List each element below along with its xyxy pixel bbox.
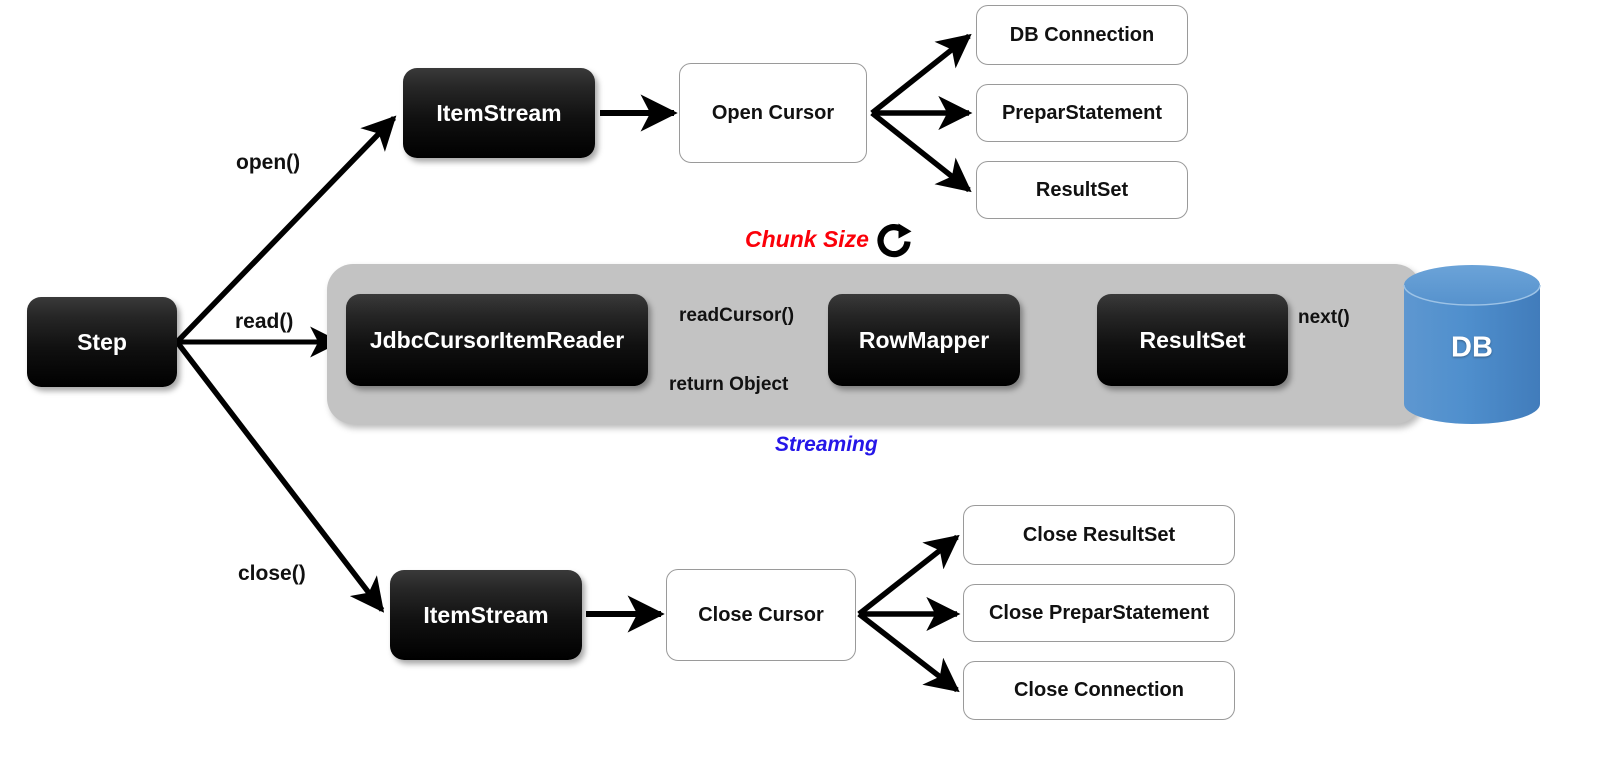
node-resultset-stream[interactable]: ResultSet [1097, 294, 1288, 386]
edge-label-read: read() [235, 310, 294, 333]
node-db-label: DB [1451, 331, 1493, 364]
node-rowmapper[interactable]: RowMapper [828, 294, 1020, 386]
edge-label-return-object: return Object [669, 374, 789, 395]
node-open-cursor-label: Open Cursor [711, 101, 835, 124]
node-close-connection-label: Close Connection [1013, 679, 1184, 701]
node-jdbc-cursor-item-reader[interactable]: JdbcCursorItemReader [346, 294, 648, 386]
edge-label-read-cursor: readCursor() [679, 305, 795, 326]
refresh-icon [874, 219, 918, 263]
node-db-connection-label: DB Connection [1009, 23, 1155, 46]
node-close-cursor-label: Close Cursor [698, 603, 824, 626]
node-close-cursor[interactable]: Close Cursor [666, 569, 856, 661]
annotation-streaming: Streaming [775, 433, 878, 456]
edge-label-close: close() [238, 562, 306, 585]
node-step[interactable]: Step [27, 297, 177, 387]
node-rowmapper-label: RowMapper [858, 326, 990, 353]
db-cylinder-shape [1403, 265, 1541, 424]
node-itemstream-close[interactable]: ItemStream [390, 570, 582, 660]
annotation-chunk-size: Chunk Size [745, 226, 869, 252]
node-close-result-set[interactable]: Close ResultSet [963, 505, 1235, 565]
node-db-cylinder[interactable]: DB [1402, 263, 1542, 426]
node-itemstream-close-label: ItemStream [423, 601, 549, 628]
node-close-prepar-statement[interactable]: Close PreparStatement [963, 584, 1235, 642]
node-result-set[interactable]: ResultSet [976, 161, 1188, 219]
edge-label-next: next() [1298, 307, 1350, 328]
node-itemstream-open[interactable]: ItemStream [403, 68, 595, 158]
arrow-close-cursor-to-close-connection [857, 611, 960, 693]
node-itemstream-open-label: ItemStream [436, 99, 562, 126]
arrow-close-cursor-to-close-resultset [857, 534, 960, 617]
node-resultset-stream-label: ResultSet [1139, 326, 1246, 353]
node-step-label: Step [77, 328, 127, 355]
arrow-open-cursor-to-result-set [870, 110, 972, 193]
node-db-connection[interactable]: DB Connection [976, 5, 1188, 65]
edge-label-open: open() [236, 151, 301, 174]
node-close-result-set-label: Close ResultSet [1022, 523, 1176, 546]
node-prepar-statement-label: PreparStatement [1001, 101, 1163, 124]
node-close-connection[interactable]: Close Connection [963, 661, 1235, 720]
node-open-cursor[interactable]: Open Cursor [679, 63, 867, 163]
node-prepar-statement[interactable]: PreparStatement [976, 84, 1188, 142]
arrow-open-cursor-to-db-connection [870, 33, 972, 116]
node-jdbc-cursor-item-reader-label: JdbcCursorItemReader [369, 326, 625, 353]
node-close-prepar-statement-label: Close PreparStatement [988, 601, 1210, 624]
node-result-set-label: ResultSet [1035, 178, 1129, 201]
